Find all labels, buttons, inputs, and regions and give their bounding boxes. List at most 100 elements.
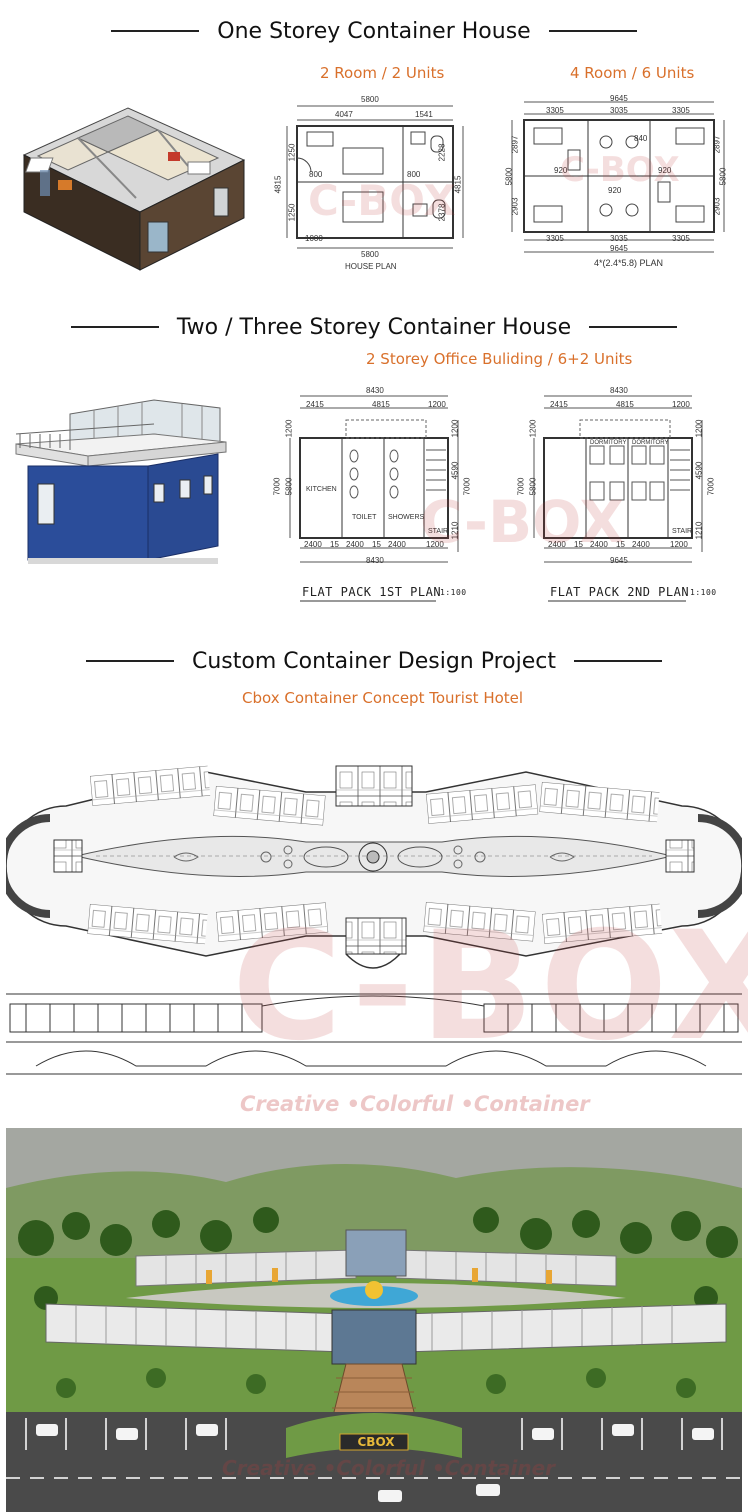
heading-text: One Storey Container House	[217, 18, 531, 44]
plan2-dim-bottom-2: 15	[574, 540, 583, 549]
section-heading-custom: Custom Container Design Project	[0, 644, 748, 678]
watermark-brand-2: C-BOX	[308, 176, 456, 225]
plan2-dim-bottom-3: 2400	[590, 540, 608, 549]
plan-b-caption: 4*(2.4*5.8) PLAN	[594, 258, 664, 268]
plan1-dim-left-total: 7000	[272, 477, 282, 496]
plan1-label-toilet: TOILET	[352, 514, 377, 521]
watermark-brand-1: C-BOX	[560, 150, 680, 190]
plan-a-dim-door-left: 800	[309, 170, 323, 179]
plan-b-dim-top-total: 9645	[610, 94, 628, 103]
plan-a-title: 2 Room / 2 Units	[320, 64, 445, 82]
plan2-dim-right-2: 4590	[694, 461, 704, 480]
multi-storey-subtitle: 2 Storey Office Buliding / 6+2 Units	[366, 350, 633, 368]
plan1-label-showers: SHOWERS	[388, 514, 425, 521]
flat-pack-2nd-plan-linework	[533, 395, 703, 602]
plan2-dim-left-1: 1200	[528, 419, 538, 438]
plan1-dim-bottom-total: 8430	[366, 556, 384, 565]
plan2-dim-right-total: 7000	[706, 477, 716, 496]
plan1-dim-top-total: 8430	[366, 386, 384, 395]
plan2-dim-bottom-total: 9645	[610, 556, 628, 565]
plan1-scale: 1:100	[440, 588, 467, 597]
heading-text: Two / Three Storey Container House	[176, 314, 572, 340]
plan1-caption: FLAT PACK 1ST PLAN	[302, 585, 442, 599]
plan2-dim-top-3: 1200	[672, 400, 690, 409]
plan-a-dim-top-right: 1541	[415, 110, 433, 119]
plan-b-dim-right-1: 2897	[712, 135, 722, 154]
plan2-dim-top-total: 8430	[610, 386, 628, 395]
watermark-brand-large: C-BOX	[232, 900, 748, 1074]
plan1-label-kitchen: KITCHEN	[306, 486, 337, 493]
plan2-scale: 1:100	[690, 588, 717, 597]
heading-rule-right	[574, 660, 662, 662]
render-sign-text: CBOX	[357, 1435, 395, 1449]
plan-a-dim-right-upper: 2228	[437, 143, 447, 162]
plan-b-dim-top-2: 3035	[610, 106, 628, 115]
watermark-brand-3: C-BOX	[420, 488, 625, 556]
plan1-dim-right-1: 1200	[450, 419, 460, 438]
heading-rule-right	[589, 326, 678, 328]
one-storey-house-illustration	[22, 107, 246, 271]
plan-b-dim-top-3: 3305	[672, 106, 690, 115]
plan-a-dim-left-upper: 1250	[287, 143, 297, 162]
flat-pack-1st-plan: 8430 2415 4815 1200 2400 15 2400 15 2400…	[272, 386, 471, 604]
custom-subtitle: Cbox Container Concept Tourist Hotel	[242, 689, 524, 707]
house-plan-drawing: 5800 4047 1541 1000 5800 4815 1250 1250 …	[273, 92, 468, 272]
plan1-dim-bottom-2: 15	[330, 540, 339, 549]
plan-b-title: 4 Room / 6 Units	[570, 64, 695, 82]
heading-rule-left	[111, 30, 200, 32]
plan2-dim-top-2: 4815	[616, 400, 634, 409]
four-room-plan-linework	[511, 101, 725, 253]
plan-b-dim-inner-1: 920	[554, 166, 568, 175]
plan2-dim-bottom-6: 1200	[670, 540, 688, 549]
heading-rule-left	[86, 660, 174, 662]
plan2-dim-top-1: 2415	[550, 400, 568, 409]
plan1-dim-bottom-5: 2400	[388, 540, 406, 549]
plan-b-dim-bottom-2: 3035	[610, 234, 628, 243]
plan-a-dim-left-lower: 1250	[287, 203, 297, 222]
four-room-plan-drawing: 9645 3305 3035 3305 3305 3035 3305 9645 …	[504, 94, 730, 270]
plan-b-dim-bottom-3: 3305	[672, 234, 690, 243]
plan1-dim-top-3: 1200	[428, 400, 446, 409]
plan-b-dim-inner-4: 920	[608, 186, 622, 195]
plan1-dim-bottom-6: 1200	[426, 540, 444, 549]
plan1-dim-bottom-1: 2400	[304, 540, 322, 549]
plan-a-caption: HOUSE PLAN	[345, 262, 397, 271]
plan1-dim-top-1: 2415	[306, 400, 324, 409]
plan-a-dim-left-total: 4815	[273, 175, 283, 194]
section-heading-multi-storey: Two / Three Storey Container House	[0, 310, 748, 344]
plan-a-dim-top-total: 5800	[361, 95, 379, 104]
plan2-dim-right-1: 1200	[694, 419, 704, 438]
plan2-dim-right-3: 1210	[694, 521, 704, 540]
plan-a-dim-door: 1000	[305, 234, 323, 243]
plan1-dim-top-2: 4815	[372, 400, 390, 409]
watermark-tagline: Creative •Colorful •Container	[240, 1092, 590, 1116]
plan-b-dim-right-total: 5800	[718, 167, 728, 186]
plan1-label-stair: STAIR	[428, 528, 449, 535]
plan-a-dim-bottom-total: 5800	[361, 250, 379, 259]
plan2-caption: FLAT PACK 2ND PLAN	[550, 585, 690, 599]
plan-b-dim-inner-3: 840	[634, 134, 648, 143]
hotel-aerial-render	[6, 1128, 742, 1512]
section-heading-one-storey: One Storey Container House	[0, 14, 748, 48]
plan2-dim-bottom-4: 15	[616, 540, 625, 549]
plan2-dim-bottom-1: 2400	[548, 540, 566, 549]
plan2-label-dormitory-1: DORMITORY	[590, 440, 627, 446]
heading-rule-left	[70, 326, 159, 328]
watermark-tagline-render: Creative •Colorful •Container	[222, 1456, 556, 1480]
plan-a-dim-door-right: 800	[407, 170, 421, 179]
plan1-dim-bottom-3: 2400	[346, 540, 364, 549]
plan-b-dim-top-1: 3305	[546, 106, 564, 115]
plan-b-dim-left-1: 2897	[510, 135, 520, 154]
plan-b-dim-inner-2: 920	[658, 166, 672, 175]
two-storey-house-illustration	[15, 399, 227, 564]
flat-pack-2nd-plan: 8430 2415 4815 1200 2400 15 2400 15 2400…	[516, 386, 726, 604]
plan-b-dim-left-total: 5800	[504, 167, 514, 186]
plan-b-dim-right-2: 2903	[712, 197, 722, 216]
plan2-dim-bottom-5: 2400	[632, 540, 650, 549]
hotel-master-plan	[6, 765, 742, 1075]
flat-pack-1st-plan-linework	[289, 395, 459, 602]
plan-a-dim-top-left: 4047	[335, 110, 353, 119]
plan1-dim-right-2: 4590	[450, 461, 460, 480]
plan-b-dim-bottom-total: 9645	[610, 244, 628, 253]
plan-b-dim-bottom-1: 3305	[546, 234, 564, 243]
